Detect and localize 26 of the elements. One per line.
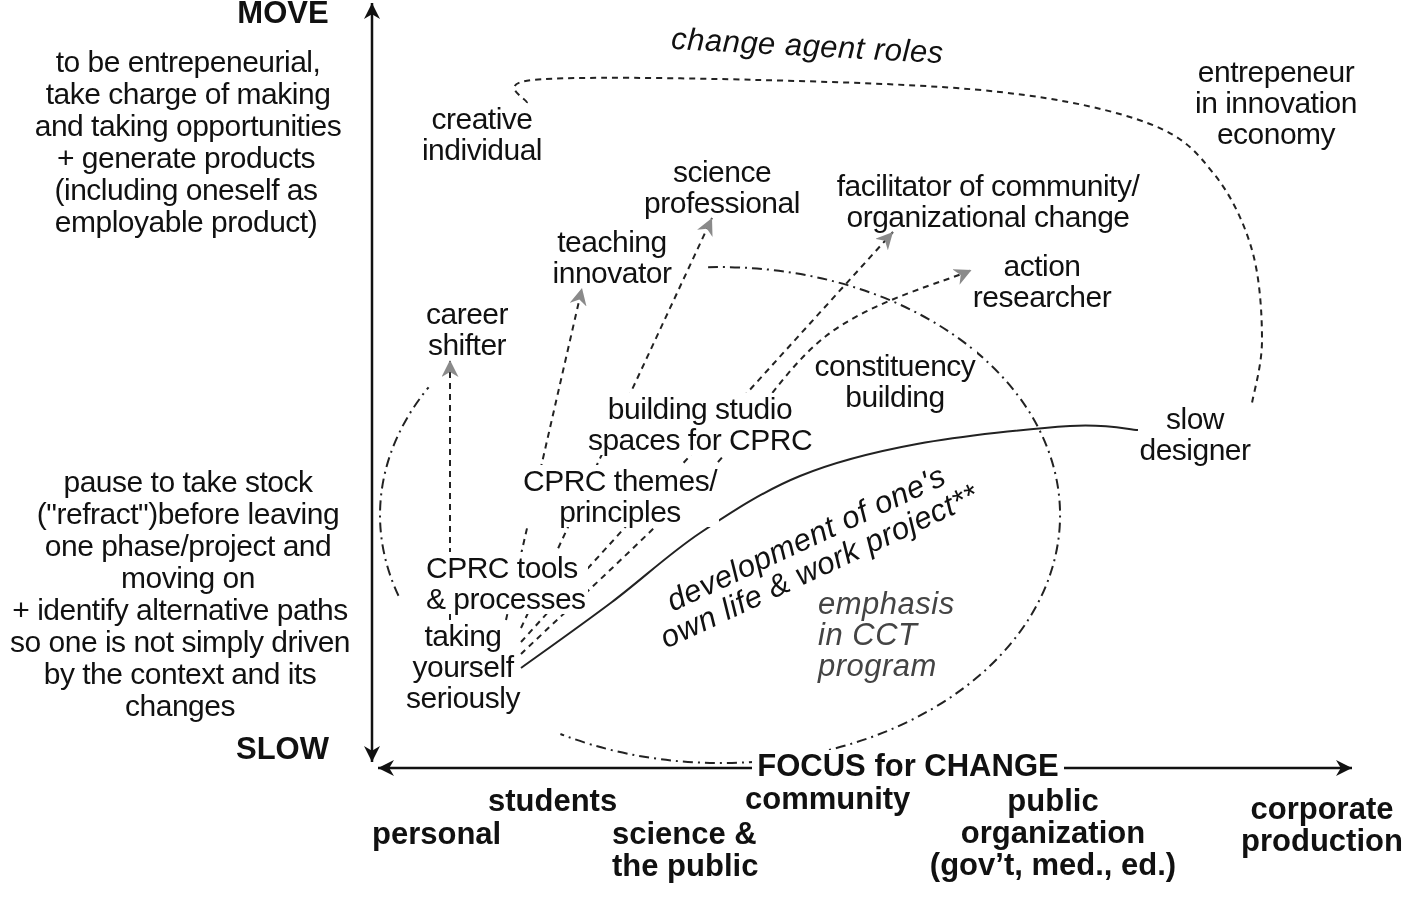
role-label: career shifter <box>424 298 510 360</box>
role-label: creative individual <box>420 103 544 165</box>
category-label: science & the public <box>612 818 760 882</box>
line <box>520 424 1139 669</box>
category-label: students <box>488 785 619 817</box>
note-text: to be entrepeneurial, take charge of making and taking opportunities <box>33 46 343 142</box>
role-label: teaching innovator <box>551 226 673 288</box>
category-label: personal <box>372 818 503 850</box>
dashed-line <box>513 76 1263 404</box>
category-label: corporate production <box>1240 793 1404 857</box>
role-label: action researcher <box>971 250 1113 312</box>
category-label: community <box>745 783 912 815</box>
note-text: pause to take stock ("refract")before leaving one phase/project and moving on <box>35 466 341 594</box>
role-label: slow designer <box>1138 403 1252 465</box>
axis-label: MOVE <box>236 0 330 29</box>
note-text: + identify alternative paths so one is not simply driven by the context and its changes <box>9 594 351 722</box>
role-label: entrepeneur in innovation economy <box>1194 56 1358 149</box>
category-label: public organization (gov’t, med., ed.) <box>928 785 1178 881</box>
axis-label: SLOW <box>235 733 330 765</box>
role-label: science professional <box>643 156 801 218</box>
concept-label: building studio spaces for CPRC <box>586 393 814 455</box>
note-text: + generate products (including oneself as employable product) <box>53 142 318 238</box>
role-label: facilitator of community/ organizational change <box>835 170 1141 232</box>
edge-label: change agent roles <box>669 22 946 69</box>
role-label: taking yourself seriously <box>405 620 521 713</box>
concept-label: constituency building <box>813 350 977 412</box>
